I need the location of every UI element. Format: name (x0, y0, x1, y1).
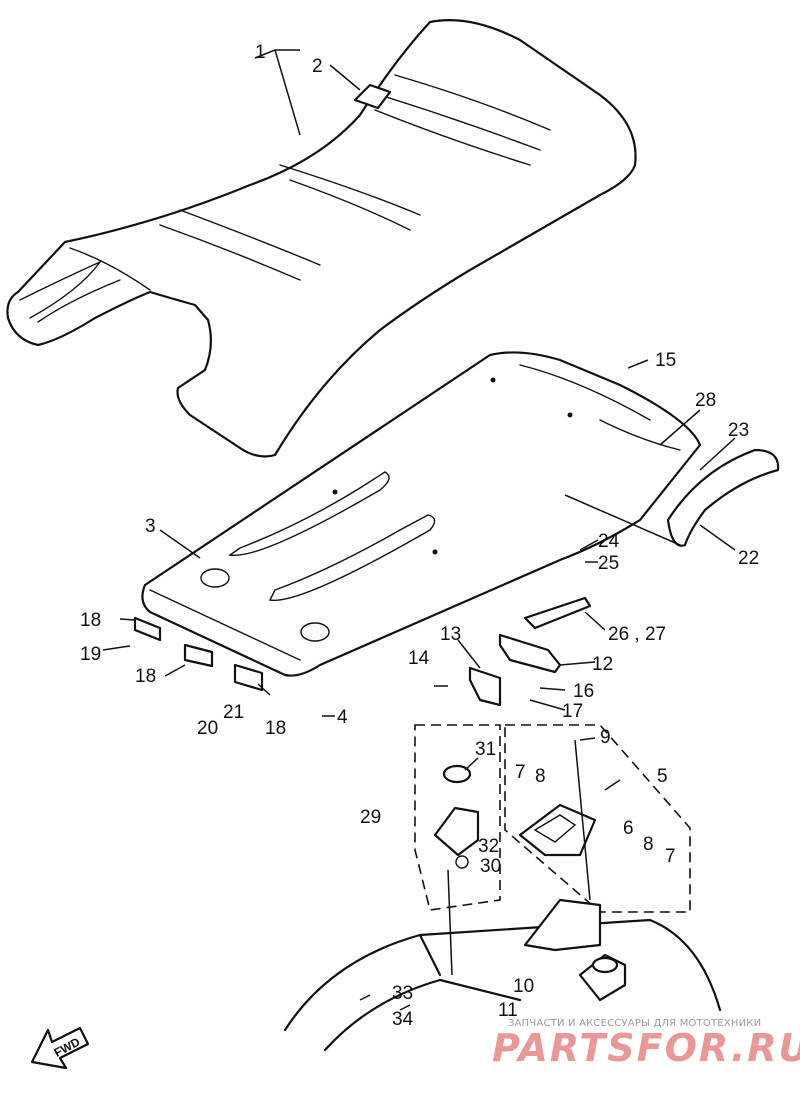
callout-4: 4 (337, 707, 348, 728)
callout-7a: 7 (515, 762, 526, 783)
callout-8b: 8 (643, 834, 654, 855)
leader-lines (102, 48, 736, 1011)
callout-13: 13 (440, 624, 461, 645)
callout-3: 3 (145, 516, 156, 537)
grab-bar (666, 448, 780, 547)
latch-bracket (414, 724, 501, 911)
callout-25: 25 (598, 553, 619, 574)
callout-1: 1 (255, 42, 266, 63)
callout-22: 22 (738, 548, 759, 569)
callout-5: 5 (657, 766, 668, 787)
lock-plate (498, 633, 562, 674)
callout-29: 29 (360, 807, 381, 828)
forward-arrow: FWD (30, 1026, 90, 1070)
seat-base (141, 351, 702, 677)
callout-34: 34 (392, 1009, 414, 1030)
callout-24: 24 (598, 531, 620, 552)
callout-30: 30 (480, 856, 501, 877)
callout-12: 12 (592, 654, 613, 675)
callout-16: 16 (573, 681, 594, 702)
callout-7b: 7 (665, 846, 676, 867)
callout-8a: 8 (535, 766, 546, 787)
callout-21: 21 (223, 702, 244, 723)
bracket-18-c (233, 663, 264, 692)
callout-18a: 18 (80, 610, 101, 631)
watermark-logo: PARTSFOR.RU (492, 1026, 800, 1070)
callout-18c: 18 (265, 718, 286, 739)
callout-14: 14 (408, 648, 430, 669)
bracket-18-a (133, 616, 162, 642)
callout-10: 10 (513, 976, 534, 997)
callout-20: 20 (197, 718, 218, 739)
callout-labels: 1 2 3 4 5 6 7 7 8 8 9 10 11 12 13 14 15 … (80, 42, 759, 1030)
lock-assembly (504, 724, 691, 913)
callout-23: 23 (728, 420, 749, 441)
callout-26-27: 26 , 27 (608, 624, 666, 645)
callout-28: 28 (695, 390, 716, 411)
seal-strip (523, 596, 592, 630)
callout-2: 2 (312, 56, 323, 77)
bracket-18-b (183, 643, 214, 668)
seat-cushion (6, 19, 637, 458)
hull-frame (283, 898, 722, 1052)
callout-31: 31 (475, 739, 496, 760)
callout-6: 6 (623, 818, 634, 839)
callout-15: 15 (655, 350, 676, 371)
callout-17: 17 (562, 701, 583, 722)
callout-11: 11 (498, 1000, 518, 1021)
callout-32: 32 (478, 836, 499, 857)
watermark-tagline: ЗАПЧАСТИ И АКСЕССУАРЫ ДЛЯ МОТОТЕХНИКИ (508, 1018, 762, 1029)
callout-18b: 18 (135, 666, 156, 687)
callout-33: 33 (392, 983, 413, 1004)
callout-9: 9 (600, 727, 611, 748)
lock-hook (468, 666, 502, 707)
callout-19: 19 (80, 644, 101, 665)
